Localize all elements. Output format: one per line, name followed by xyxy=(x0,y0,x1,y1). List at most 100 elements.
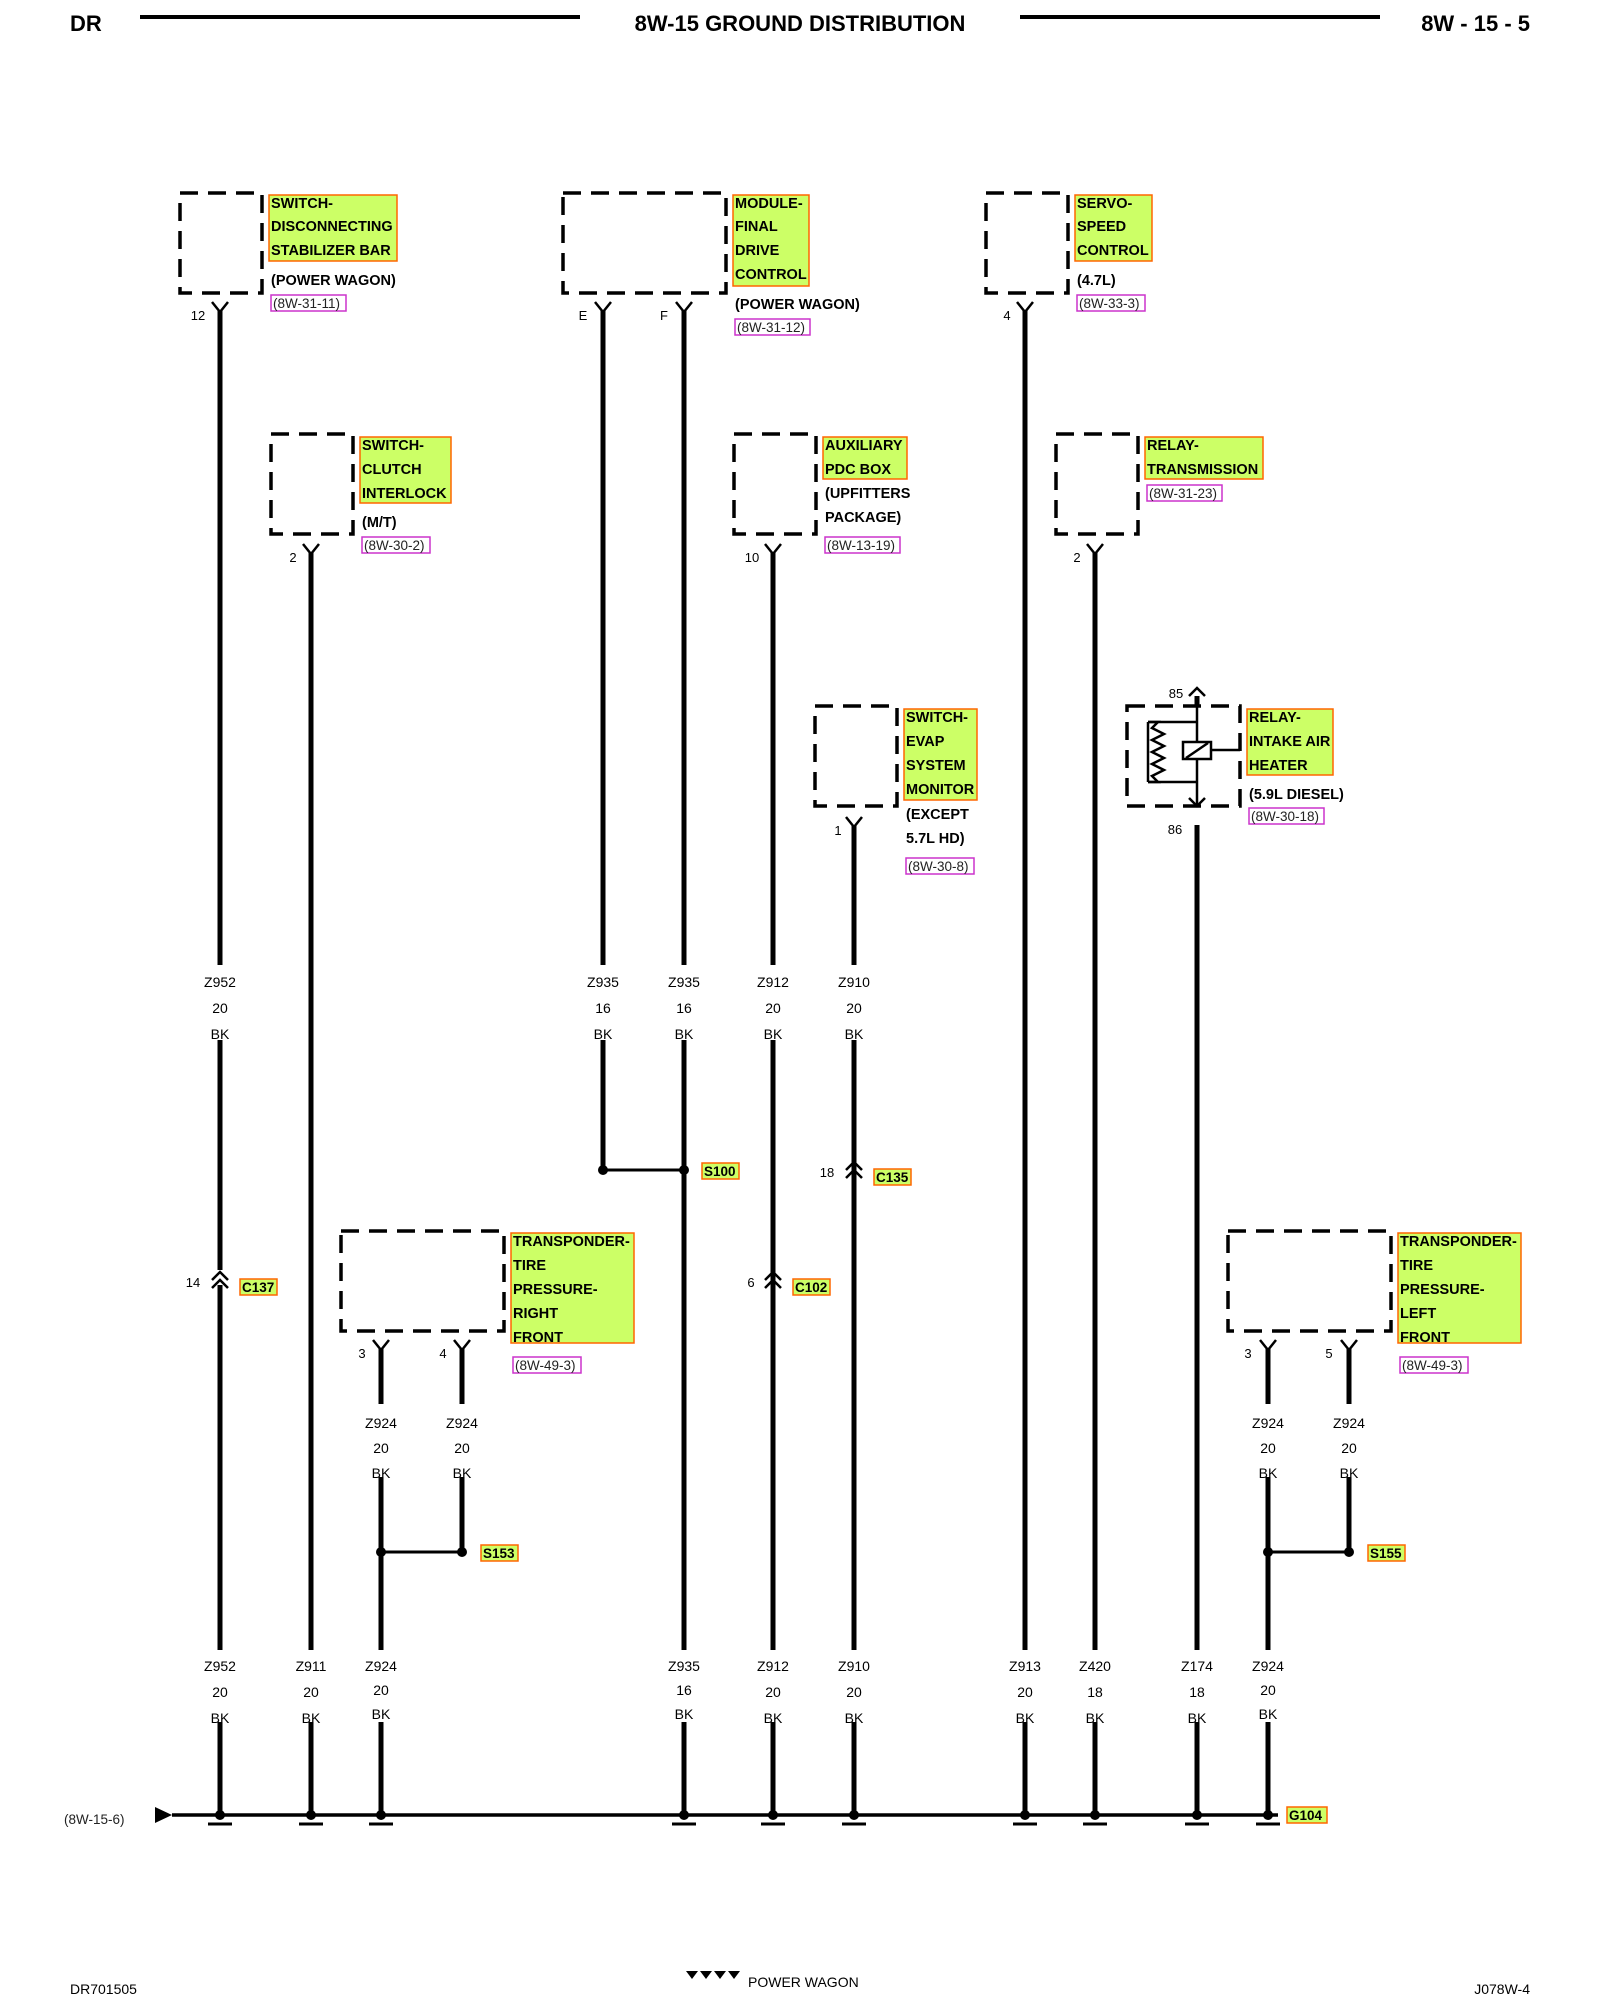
bot-gauge-z912: 20 xyxy=(765,1684,781,1700)
mid-circuit-z952: Z952 xyxy=(204,974,236,990)
footer-right: J078W-4 xyxy=(1474,1981,1530,1997)
bot-color-z912: BK xyxy=(764,1710,783,1726)
box-switch-disconnecting-stabilizer-bar xyxy=(178,191,264,295)
box-relay-transmission xyxy=(1054,432,1140,536)
label-relay-trans-2: TRANSMISSION xyxy=(1147,462,1258,478)
label-evap-4: MONITOR xyxy=(906,782,975,798)
mid-circuit-z935-f: Z935 xyxy=(668,974,700,990)
bot-gauge-z174: 18 xyxy=(1189,1684,1205,1700)
footer-triangles-icon xyxy=(686,1971,740,1979)
bot-circuit-z910: Z910 xyxy=(838,1658,870,1674)
bus-ref-8w-15-6: (8W-15-6) xyxy=(64,1812,125,1827)
bot-circuit-z420: Z420 xyxy=(1079,1658,1111,1674)
tags: C137 C102 C135 S100 S153 S155 G104 (8W-1… xyxy=(64,1162,1406,1827)
mid-circuit-z924-lf5: Z924 xyxy=(1333,1415,1365,1431)
label-relay-trans-1: RELAY- xyxy=(1147,438,1199,454)
ref-8w-30-2: (8W-30-2) xyxy=(364,538,425,553)
mid-gauge-z912: 20 xyxy=(765,1000,781,1016)
pin-4-servo: 4 xyxy=(1003,308,1010,323)
splice-dots xyxy=(376,1165,1354,1557)
mid-circuit-z910: Z910 xyxy=(838,974,870,990)
relay-coil-symbol xyxy=(1146,700,1240,808)
splice-s153: S153 xyxy=(483,1546,515,1561)
footer-center: POWER WAGON xyxy=(748,1974,859,1990)
bot-gauge-z952: 20 xyxy=(212,1684,228,1700)
component-labels: SWITCH- DISCONNECTING STABILIZER BAR (PO… xyxy=(268,194,1522,1374)
bot-gauge-z924-lf: 20 xyxy=(1260,1682,1276,1698)
mid-circuit-z935-e: Z935 xyxy=(587,974,619,990)
footer-left: DR701505 xyxy=(70,1981,137,1997)
header-left: DR xyxy=(70,11,102,36)
connector-c135: C135 xyxy=(876,1170,909,1185)
note-power-wagon-2: (POWER WAGON) xyxy=(735,297,860,313)
label-intake-2: INTAKE AIR xyxy=(1249,734,1331,750)
bot-circuit-z935: Z935 xyxy=(668,1658,700,1674)
bot-gauge-z420: 18 xyxy=(1087,1684,1103,1700)
label-module-1: MODULE- xyxy=(735,196,803,212)
ref-8w-31-23: (8W-31-23) xyxy=(1149,486,1217,501)
pin-86: 86 xyxy=(1168,822,1182,837)
label-module-4: CONTROL xyxy=(735,267,807,283)
header-page: 8W - 15 - 5 xyxy=(1421,11,1530,36)
bot-circuit-z174: Z174 xyxy=(1181,1658,1213,1674)
bot-color-z910: BK xyxy=(845,1710,864,1726)
box-switch-clutch-interlock xyxy=(269,432,355,536)
ref-8w-33-3: (8W-33-3) xyxy=(1079,296,1140,311)
bot-color-z935: BK xyxy=(675,1706,694,1722)
box-relay-intake-air-heater xyxy=(1125,704,1242,808)
label-rf-2: TIRE xyxy=(513,1258,546,1274)
bot-gauge-z911: 20 xyxy=(303,1684,319,1700)
mid-color-z952: BK xyxy=(211,1026,230,1042)
pin-6-c102: 6 xyxy=(747,1275,754,1290)
label-clutch-2: CLUTCH xyxy=(362,462,422,478)
box-module-final-drive-control xyxy=(561,191,728,295)
component-boxes xyxy=(178,191,1393,1333)
note-except-1: (EXCEPT xyxy=(906,807,969,823)
label-clutch-1: SWITCH- xyxy=(362,438,424,454)
box-servo-speed-control xyxy=(984,191,1070,295)
mid-gauge-z910: 20 xyxy=(846,1000,862,1016)
bot-gauge-z913: 20 xyxy=(1017,1684,1033,1700)
bot-circuit-z913: Z913 xyxy=(1009,1658,1041,1674)
inline-connectors xyxy=(211,1160,863,1289)
mid-gauge-z935-e: 16 xyxy=(595,1000,611,1016)
label-switch-disconnecting-2: DISCONNECTING xyxy=(271,219,393,235)
label-lf-2: TIRE xyxy=(1400,1258,1433,1274)
mid-color-z924-rf3: BK xyxy=(372,1465,391,1481)
pin-85: 85 xyxy=(1169,686,1183,701)
pin-18-c135: 18 xyxy=(820,1165,834,1180)
bus-arrow-icon xyxy=(155,1807,172,1823)
ref-8w-30-18: (8W-30-18) xyxy=(1251,809,1319,824)
ground-bus xyxy=(155,1807,1280,1826)
ground-g104: G104 xyxy=(1289,1808,1323,1823)
label-rf-1: TRANSPONDER- xyxy=(513,1234,630,1250)
pin-4-rf: 4 xyxy=(439,1346,446,1361)
pin-12: 12 xyxy=(191,308,205,323)
bot-color-z911: BK xyxy=(302,1710,321,1726)
bot-color-z420: BK xyxy=(1086,1710,1105,1726)
pin-2-relay: 2 xyxy=(1073,550,1080,565)
box-transponder-right-front xyxy=(339,1229,506,1333)
ref-8w-49-3-lf: (8W-49-3) xyxy=(1402,1358,1463,1373)
mid-circuit-z912: Z912 xyxy=(757,974,789,990)
note-upfitters-1: (UPFITTERS xyxy=(825,486,911,502)
note-power-wagon-1: (POWER WAGON) xyxy=(271,273,396,289)
pin-3-lf: 3 xyxy=(1244,1346,1251,1361)
note-upfitters-2: PACKAGE) xyxy=(825,510,901,526)
label-lf-1: TRANSPONDER- xyxy=(1400,1234,1517,1250)
note-except-2: 5.7L HD) xyxy=(906,831,965,847)
mid-gauge-z924-rf4: 20 xyxy=(454,1440,470,1456)
ref-8w-31-11: (8W-31-11) xyxy=(273,296,340,311)
ref-8w-49-3-rf: (8W-49-3) xyxy=(515,1358,576,1373)
pin-3-rf: 3 xyxy=(358,1346,365,1361)
ref-8w-13-19: (8W-13-19) xyxy=(827,538,895,553)
wire-labels-mid: Z952 20 BK Z935 16 BK Z935 16 BK Z912 20… xyxy=(196,968,1373,1481)
label-servo-1: SERVO- xyxy=(1077,196,1133,212)
label-servo-3: CONTROL xyxy=(1077,243,1149,259)
bot-color-z174: BK xyxy=(1188,1710,1207,1726)
mid-gauge-z924-lf3: 20 xyxy=(1260,1440,1276,1456)
pin-1-evap: 1 xyxy=(834,823,841,838)
mid-color-z924-lf3: BK xyxy=(1259,1465,1278,1481)
splice-wires xyxy=(381,1168,1349,1554)
